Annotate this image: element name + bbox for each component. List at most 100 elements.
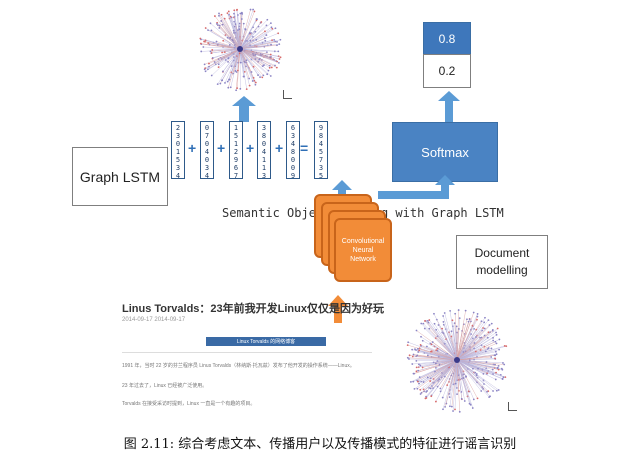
graph-node: [420, 335, 422, 338]
graph-edge: [456, 351, 496, 361]
graph-node: [468, 402, 471, 405]
graph-node: [250, 71, 253, 73]
graph-node: [446, 384, 449, 387]
graph-node: [418, 363, 420, 366]
probability-bottom-box: 0.2: [423, 54, 471, 88]
graph-node: [477, 367, 479, 370]
vector-digit: 4: [204, 148, 210, 156]
graph-node: [227, 57, 230, 60]
graph-node: [209, 50, 212, 53]
graph-node: [474, 350, 477, 353]
graph-node: [496, 327, 499, 330]
graph-edge: [440, 359, 458, 392]
graph-edge: [218, 15, 241, 50]
graph-node: [425, 397, 428, 399]
graph-node: [270, 26, 273, 29]
graph-node: [248, 77, 251, 80]
graph-node: [457, 328, 460, 330]
graph-edge: [210, 48, 241, 52]
graph-edge: [456, 310, 459, 361]
graph-edge: [428, 322, 458, 361]
graph-node: [274, 27, 277, 30]
graph-node: [415, 329, 418, 332]
graph-edge: [222, 48, 241, 72]
graph-edge: [409, 355, 458, 361]
article-paragraph-1: 1991 年，当时 22 岁的芬兰程序员 Linus Torvalds（林纳斯·…: [122, 363, 355, 369]
graph-node: [266, 18, 269, 21]
graph-edge: [435, 359, 458, 369]
graph-edge: [456, 359, 494, 392]
graph-node: [432, 361, 435, 364]
graph-edge: [417, 348, 458, 361]
graph-node: [264, 37, 266, 40]
graph-node: [422, 388, 425, 391]
graph-edge: [456, 359, 465, 402]
graph-node: [495, 389, 498, 392]
graph-node: [236, 87, 239, 90]
graph-node: [472, 367, 474, 370]
graph-edge: [239, 48, 277, 68]
graph-node: [245, 88, 248, 91]
graph-node: [422, 322, 425, 325]
vector-digit: 4: [175, 172, 181, 180]
graph-node: [493, 354, 496, 357]
graph-node: [473, 358, 475, 361]
vector-digit: 1: [261, 156, 267, 164]
graph-edge: [211, 48, 241, 76]
graph-edge: [456, 359, 489, 392]
graph-node: [467, 390, 470, 393]
graph-edge: [456, 310, 466, 361]
graph-node: [483, 321, 486, 324]
graph-node: [418, 376, 421, 379]
graph-edge: [239, 48, 271, 55]
graph-node: [273, 38, 276, 41]
graph-node: [271, 39, 273, 42]
graph-node: [476, 318, 478, 321]
graph-edge: [239, 19, 243, 50]
graph-node: [254, 83, 257, 86]
graph-node: [232, 29, 235, 32]
graph-node: [277, 61, 280, 64]
graph-node: [204, 39, 207, 42]
graph-edge: [456, 359, 505, 365]
graph-node: [421, 366, 424, 369]
graph-node: [435, 366, 437, 369]
graph-node: [487, 331, 490, 334]
graph-node: [200, 50, 203, 53]
graph-node: [490, 322, 493, 325]
graph-edge: [456, 317, 486, 361]
graph-node: [471, 407, 474, 409]
article-paragraph-3: Torvalds 在接受采访时提到，Linux 一直是一个有趣的项目。: [122, 401, 256, 407]
plus-operator-4: +: [275, 140, 284, 156]
graph-edge: [218, 13, 241, 50]
equals-operator: =: [300, 140, 309, 156]
vector-digit: 2: [233, 148, 239, 156]
graph-node: [252, 76, 255, 79]
graph-edge: [423, 359, 458, 390]
graph-node: [473, 327, 476, 330]
probability-top-box: 0.8: [423, 22, 471, 56]
graph-edge: [456, 349, 500, 361]
graph-node: [207, 68, 209, 71]
graph-edge: [239, 39, 281, 50]
graph-node: [268, 66, 271, 69]
graph-node: [497, 365, 500, 367]
graph-edge: [437, 348, 458, 361]
vector-digit: 9: [233, 156, 239, 164]
graph-node: [432, 378, 435, 380]
graph-edge: [219, 27, 241, 50]
graph-edge: [239, 23, 244, 50]
graph-node: [480, 320, 483, 323]
graph-node: [274, 64, 276, 67]
graph-node: [417, 369, 420, 372]
vector-digit: 0: [290, 156, 296, 164]
graph-node: [458, 410, 461, 413]
vector-digit: 8: [318, 132, 324, 140]
graph-node: [210, 29, 213, 32]
graph-edge: [441, 328, 458, 361]
graph-node: [252, 65, 255, 68]
graph-node: [426, 319, 429, 322]
graph-edge: [439, 359, 458, 366]
graph-edge: [456, 359, 496, 365]
